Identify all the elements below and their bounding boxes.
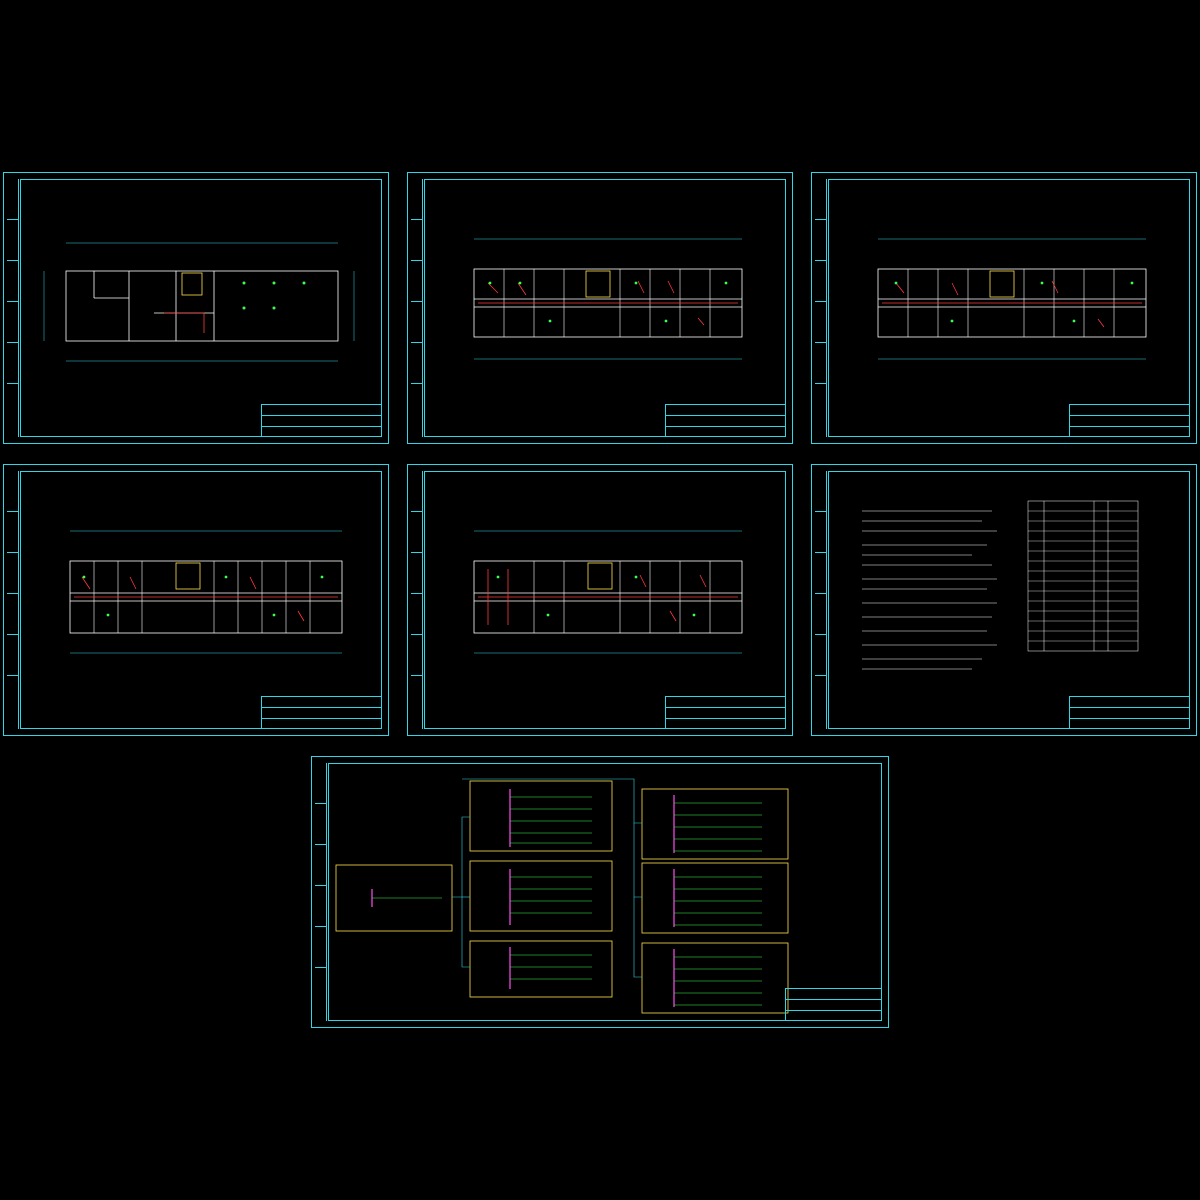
drawing-frame [424, 179, 786, 437]
title-block [1069, 404, 1190, 437]
drawing-frame [20, 471, 382, 729]
sheet-1-floor-plan [3, 172, 389, 444]
notes-and-legend-drawing [862, 500, 1139, 670]
drawing-frame [328, 763, 882, 1021]
sheet-3-floor-plan [811, 172, 1197, 444]
binding-strip [7, 471, 19, 729]
sheet-4-floor-plan [3, 464, 389, 736]
title-block [665, 696, 786, 729]
sheet-7-system-diagram [311, 756, 889, 1028]
drawing-frame [828, 179, 1190, 437]
binding-strip [7, 179, 19, 437]
binding-strip [815, 471, 827, 729]
sheet-6-notes-and-legend [811, 464, 1197, 736]
binding-strip [411, 179, 423, 437]
floor-plan-drawing [473, 530, 743, 654]
binding-strip [315, 763, 327, 1021]
floor-plan-drawing [473, 238, 743, 360]
title-block [665, 404, 786, 437]
drawing-frame [424, 471, 786, 729]
title-block [261, 696, 382, 729]
drawing-frame [20, 179, 382, 437]
sheet-2-floor-plan [407, 172, 793, 444]
title-block [1069, 696, 1190, 729]
drawing-frame [828, 471, 1190, 729]
title-block [785, 988, 882, 1021]
title-block [261, 404, 382, 437]
system-diagram-drawing [335, 778, 789, 1014]
floor-plan-drawing [877, 238, 1147, 360]
floor-plan-drawing [43, 242, 355, 362]
floor-plan-drawing [69, 530, 343, 654]
binding-strip [815, 179, 827, 437]
sheet-5-floor-plan [407, 464, 793, 736]
binding-strip [411, 471, 423, 729]
